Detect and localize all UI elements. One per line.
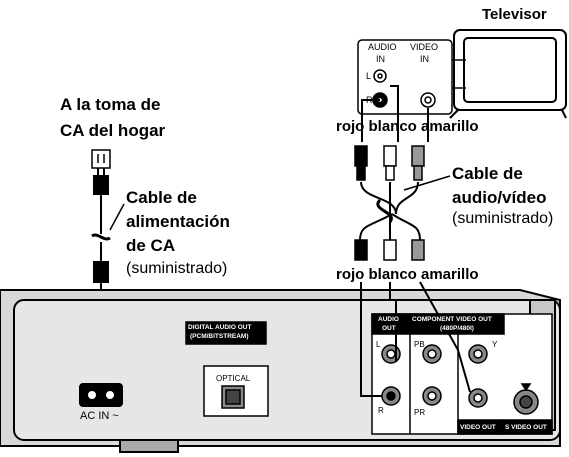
- tv-audio-in-label-2: IN: [376, 54, 385, 64]
- av-cable-bundle: [359, 175, 451, 244]
- component-out-label-2: (480P/480I): [440, 325, 474, 332]
- digital-out-label: DIGITAL AUDIO OUT: [188, 324, 252, 331]
- av-plugs-top: [354, 145, 425, 181]
- outlet-label-line2: CA del hogar: [60, 121, 166, 140]
- audio-l-label: L: [376, 340, 381, 349]
- av-cable-label: Cable de audio/vídeo: [452, 162, 546, 210]
- power-outlet: [91, 149, 111, 169]
- digital-out-label-2: (PCM/BITSTREAM): [190, 333, 249, 340]
- digital-audio-out: [185, 321, 269, 417]
- av-cable-line1: Cable de: [452, 164, 523, 183]
- component-out-label: COMPONENT VIDEO OUT: [412, 316, 492, 323]
- av-cable-top: [361, 85, 429, 142]
- av-cable-bottom: [360, 281, 471, 397]
- power-cable-line3: de CA: [126, 236, 176, 255]
- power-cable-label: Cable de alimentación de CA: [126, 186, 230, 258]
- outlet-label: A la toma de CA del hogar: [60, 92, 165, 144]
- tv-audio-in-label: AUDIO: [368, 42, 397, 52]
- av-plugs-bottom: [354, 239, 425, 261]
- av-output-area: [371, 313, 553, 435]
- tv-video-in-label: VIDEO: [410, 42, 439, 52]
- cable-colors-top: rojo blanco amarillo: [336, 118, 479, 135]
- tv-l-label: L: [366, 71, 372, 81]
- s-video-out-label: S VIDEO OUT: [505, 424, 547, 431]
- av-cable-supplied: (suministrado): [452, 210, 554, 227]
- pb-label: PB: [414, 340, 425, 349]
- ac-in-socket: [79, 383, 123, 407]
- tv-r-label: R: [366, 95, 373, 105]
- audio-r-label: R: [378, 406, 384, 415]
- pr-label: PR: [414, 408, 426, 417]
- video-out-label: VIDEO OUT: [460, 424, 496, 431]
- ac-in-label: AC IN ~: [80, 410, 119, 422]
- av-cable-line2: audio/vídeo: [452, 188, 547, 207]
- audio-out-label: AUDIO: [378, 316, 399, 323]
- power-cable-supplied: (suministrado): [126, 260, 228, 277]
- optical-label: OPTICAL: [216, 374, 251, 383]
- television: [449, 29, 567, 119]
- power-cable-line2: alimentación: [126, 212, 230, 231]
- power-cable-line1: Cable de: [126, 188, 197, 207]
- cable-colors-bottom: rojo blanco amarillo: [336, 266, 479, 283]
- tv-title: Televisor: [482, 6, 547, 23]
- outlet-label-line1: A la toma de: [60, 95, 161, 114]
- y-label: Y: [492, 340, 498, 349]
- audio-out-label-2: OUT: [382, 325, 396, 332]
- tv-video-in-label-2: IN: [420, 54, 429, 64]
